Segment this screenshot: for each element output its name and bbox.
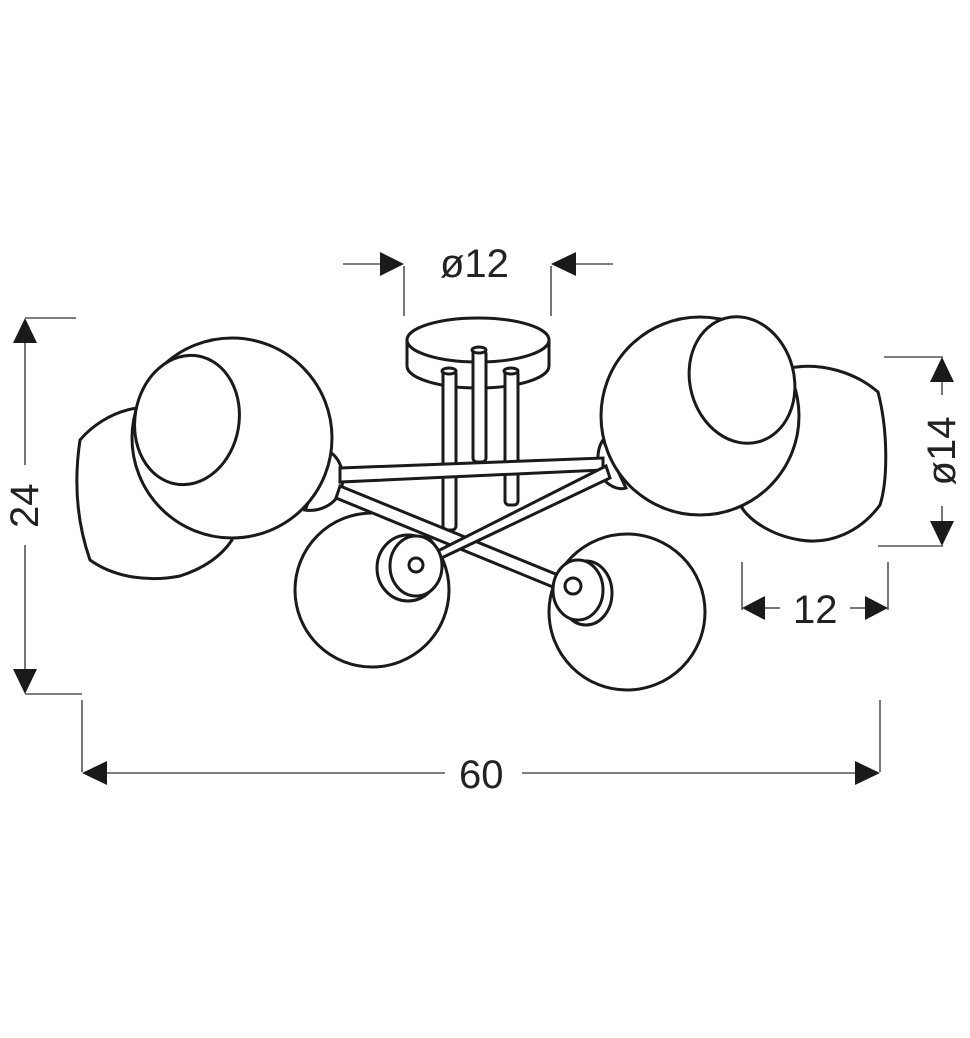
dimension-shade-depth: [741, 562, 889, 620]
height-label: 24: [3, 483, 47, 529]
shade-front-left: [130, 336, 345, 540]
canopy-diameter-label: ø12: [440, 242, 509, 286]
lamp-arms: [334, 456, 612, 596]
socket-bottom-left: [375, 533, 444, 603]
dimension-shade-diameter: [878, 356, 954, 547]
dimension-total-width: [81, 700, 881, 785]
shade-depth-label: 12: [793, 588, 838, 632]
support-rods: [440, 345, 520, 532]
dimension-height: [13, 317, 82, 695]
shade-front-right: [596, 315, 801, 517]
shade-diameter-label: ø14: [920, 416, 964, 486]
socket-bottom-right: [551, 558, 614, 627]
total-width-label: 60: [459, 753, 504, 797]
dimension-canopy-diameter: [343, 252, 613, 316]
